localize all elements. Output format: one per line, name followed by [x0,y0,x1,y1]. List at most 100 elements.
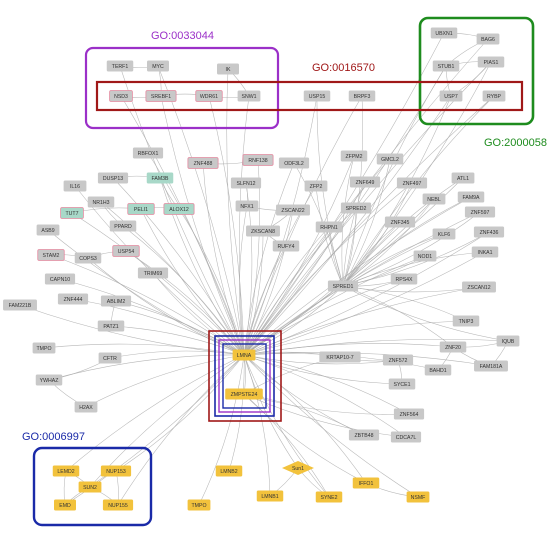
node-terf1[interactable]: TERF1 [106,60,134,72]
node-myc[interactable]: MYC [147,60,169,72]
node-tmpo_bottom[interactable]: TMPO [187,499,211,511]
node-srebf1[interactable]: SREBF1 [145,90,177,102]
node-fam221b[interactable]: FAM221B [3,299,37,311]
node-rbfox1[interactable]: RBFOX1 [132,147,164,159]
node-label: LEMD2 [57,469,74,475]
node-inka1[interactable]: INKA1 [471,246,499,258]
node-nr1h3[interactable]: NR1H3 [87,196,115,208]
node-odf3l2[interactable]: ODF3L2 [278,157,310,169]
node-spred2[interactable]: SPRED2 [340,202,372,214]
node-zbtb48[interactable]: ZBTB48 [348,429,380,441]
node-snw1[interactable]: SNW1 [237,90,261,102]
node-ubxn1[interactable]: UBXN1 [430,27,458,39]
node-zkscan8[interactable]: ZKSCAN8 [246,225,280,237]
node-fam3b[interactable]: FAM3B [146,172,174,184]
node-krtap10-7[interactable]: KRTAP10-7 [319,351,361,363]
node-rnf138[interactable]: RNF138 [242,154,274,166]
edge-LMNA-RHPN1 [243,226,330,356]
node-bahd1[interactable]: BAHD1 [424,364,452,376]
node-trim69[interactable]: TRIM69 [137,267,169,279]
node-ablim2[interactable]: ABLIM2 [100,295,132,307]
node-label: IQUB [502,339,515,345]
node-rps4x[interactable]: RPS4X [390,273,418,285]
node-ik[interactable]: IK [217,63,239,75]
node-lmnb1[interactable]: LMNB1 [256,490,284,502]
node-emd[interactable]: EMD [54,499,76,511]
node-gmcl2[interactable]: GMCL2 [376,153,404,165]
node-capn10[interactable]: CAPN10 [44,273,76,285]
node-tut7[interactable]: TUT7 [60,207,84,219]
edge-LMNA-USP54 [125,250,245,356]
node-ywhaz[interactable]: YWHAZ [35,374,63,386]
node-rybp[interactable]: RYBP [482,90,506,102]
node-peli1[interactable]: PELI1 [127,203,155,215]
node-rufy4[interactable]: RUFY4 [272,240,300,252]
node-h2ax[interactable]: H2AX [74,401,98,413]
node-cdca7l[interactable]: CDCA7L [390,431,422,443]
node-syne2[interactable]: SYNE2 [315,491,343,503]
node-shape [195,90,223,102]
node-nod1[interactable]: NOD1 [413,250,437,262]
node-znf436[interactable]: ZNF436 [473,226,505,238]
node-shape [482,90,506,102]
node-label: NUP153 [106,469,126,475]
node-nsmf[interactable]: NSMF [406,491,430,503]
node-lemd2[interactable]: LEMD2 [52,465,80,477]
node-spred1[interactable]: SPRED1 [327,280,359,292]
node-cops3[interactable]: COPS3 [74,252,102,264]
node-iqub[interactable]: IQUB [496,335,520,347]
node-brpf3[interactable]: BRPF3 [348,90,376,102]
node-znf597[interactable]: ZNF597 [464,206,496,218]
node-znf444[interactable]: ZNF444 [57,293,89,305]
node-lmnb2[interactable]: LMNB2 [215,465,243,477]
node-wdr61[interactable]: WDR61 [195,90,223,102]
node-stam2[interactable]: STAM2 [37,249,65,261]
node-nfx1[interactable]: NFX1 [235,200,259,212]
node-sun2[interactable]: SUN2 [78,481,102,493]
node-klf6[interactable]: KLF6 [432,228,456,240]
node-iffo1[interactable]: IFFO1 [352,477,380,489]
node-stub1[interactable]: STUB1 [432,60,460,72]
node-znf572[interactable]: ZNF572 [382,354,414,366]
edge-LMNA-TMPO_bottom [198,354,245,506]
node-nup153[interactable]: NUP153 [100,465,132,477]
node-alox12[interactable]: ALOX12 [163,203,195,215]
node-pias1[interactable]: PIAS1 [477,56,505,68]
node-rhpn1[interactable]: RHPN1 [315,221,343,233]
node-tnip3[interactable]: TNIP3 [452,315,480,327]
node-cftr[interactable]: CFTR [98,352,122,364]
node-zscan22[interactable]: ZSCAN22 [276,204,310,216]
node-zfpm2[interactable]: ZFPM2 [340,150,368,162]
node-znf649[interactable]: ZNF649 [349,176,381,188]
node-slfn12[interactable]: SLFN12 [230,177,262,189]
node-lmna[interactable]: LMNA [232,349,256,361]
node-asb9[interactable]: ASB9 [36,224,60,236]
node-znf345[interactable]: ZNF345 [384,216,416,228]
node-znf488[interactable]: ZNF488 [187,157,219,169]
node-znf564[interactable]: ZNF564 [393,408,425,420]
node-usp54[interactable]: USP54 [112,245,140,257]
node-fam9a[interactable]: FAM9A [457,191,485,203]
edge-LMNA-H2AX [85,354,245,408]
node-nup155[interactable]: NUP155 [102,499,134,511]
edge-LMNA-ZNF572 [243,354,399,365]
node-znf497[interactable]: ZNF497 [396,177,428,189]
node-zmpste24[interactable]: ZMPSTE24 [225,388,263,400]
node-bag6[interactable]: BAG6 [476,33,500,45]
node-tmpo_top[interactable]: TMPO [32,342,56,354]
node-il16[interactable]: IL16 [63,180,87,192]
node-ppard[interactable]: PPARD [109,220,137,232]
node-znf20[interactable]: ZNF20 [439,341,467,353]
node-fam181a[interactable]: FAM181A [474,360,508,372]
node-zfp2[interactable]: ZFP2 [304,180,328,192]
node-usp7[interactable]: USP7 [439,90,463,102]
node-patz1[interactable]: PATZ1 [97,320,125,332]
node-nebl[interactable]: NEBL [422,193,446,205]
node-dusp13[interactable]: DUSP13 [97,172,129,184]
node-usp15[interactable]: USP15 [303,90,331,102]
node-syce1[interactable]: SYCE1 [388,378,416,390]
node-atl1[interactable]: ATL1 [451,172,475,184]
node-sun1[interactable]: Sun1 [282,461,314,475]
node-nsd3[interactable]: NSD3 [109,90,133,102]
node-zscan12[interactable]: ZSCAN12 [462,281,496,293]
